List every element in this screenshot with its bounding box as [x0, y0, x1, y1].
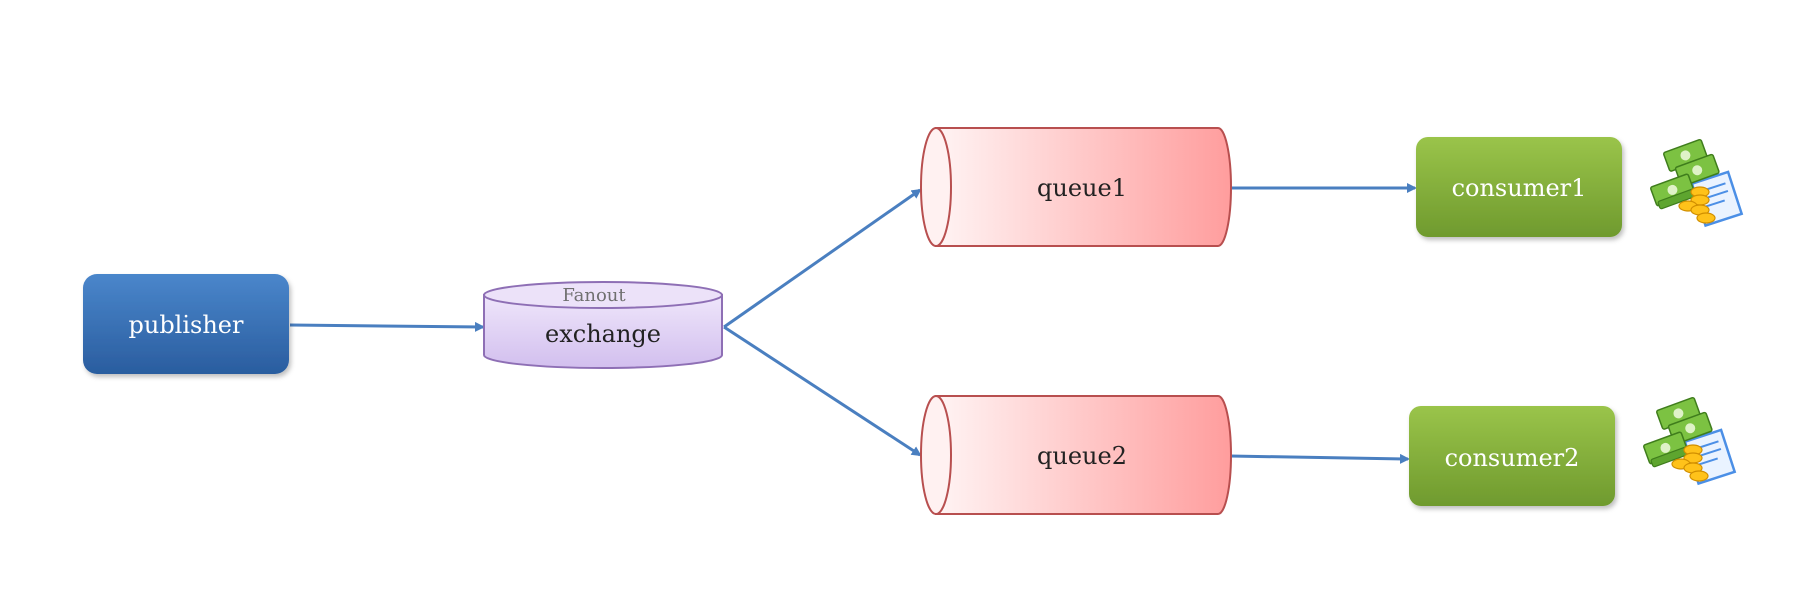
exchange-type-label: Fanout: [562, 285, 626, 306]
consumer1-node: consumer1: [1416, 137, 1622, 237]
publisher-label: publisher: [129, 311, 245, 339]
arrow-queue2-to-consumer2: [1229, 453, 1410, 464]
arrow-publisher-to-exchange: [289, 321, 485, 332]
exchange-label: exchange: [545, 320, 661, 348]
arrows: [289, 183, 1417, 464]
money-receipt-icon: [1650, 138, 1744, 228]
queue1-node: queue1: [920, 127, 1232, 247]
exchange-node: Fanout exchange: [483, 281, 723, 369]
money-receipt-icon: [1643, 396, 1737, 486]
consumer1-label: consumer1: [1452, 174, 1587, 202]
consumer2-label: consumer2: [1445, 444, 1580, 472]
queue2-label: queue2: [1037, 442, 1127, 470]
arrow-exchange-to-queue2: [723, 325, 922, 457]
consumer2-node: consumer2: [1409, 406, 1615, 506]
arrow-exchange-to-queue1: [723, 188, 922, 329]
queue2-node: queue2: [920, 395, 1232, 515]
queue1-label: queue1: [1037, 174, 1127, 202]
publisher-node: publisher: [83, 274, 289, 374]
